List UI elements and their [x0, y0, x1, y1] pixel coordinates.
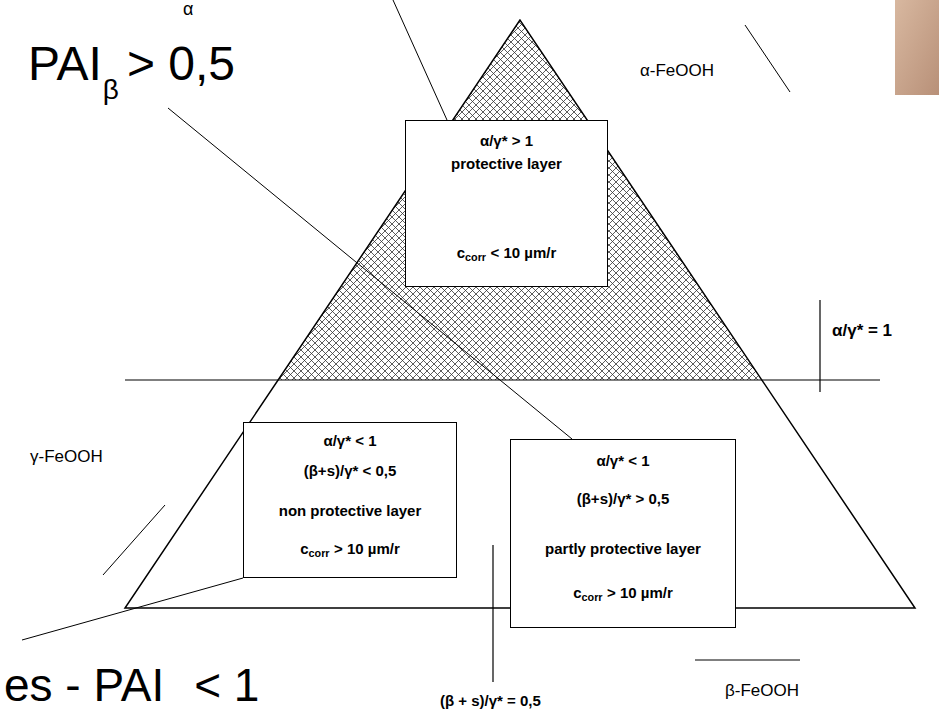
subscript: corr	[465, 251, 486, 263]
box-text: protective layer	[451, 155, 562, 172]
box-line: non protective layer	[244, 501, 456, 521]
hatched-region	[278, 20, 762, 380]
index-value: < 1	[194, 662, 259, 708]
leader-line	[393, 0, 447, 120]
ratio-label: α/γ* = 1	[832, 322, 892, 339]
box-line: ccorr > 10 µm/r	[511, 583, 735, 607]
index-label: es - PAI	[4, 662, 164, 708]
box-text: < 10 µm/r	[491, 244, 557, 261]
box-text: > 10 µm/r	[607, 584, 673, 601]
box-text: (β+s)/γ* > 0,5	[577, 490, 670, 507]
divider-line	[125, 379, 880, 380]
subscript: corr	[582, 591, 603, 603]
protective-box: α/γ* > 1 protective layer ccorr < 10 µm/r	[405, 120, 608, 287]
box-text: α/γ* < 1	[323, 432, 376, 449]
box-line: protective layer	[406, 154, 607, 174]
box-line: ccorr < 10 µm/r	[406, 243, 607, 267]
box-line: ccorr > 10 µm/r	[244, 539, 456, 563]
partly-protective-box: α/γ* < 1 (β+s)/γ* > 0,5 partly protective …	[510, 439, 736, 628]
box-line: α/γ* > 1	[406, 131, 607, 151]
edge-marker	[695, 660, 800, 661]
edge-marker	[745, 25, 790, 92]
box-text: c	[300, 540, 308, 557]
phase-label: β-FeOOH	[725, 682, 799, 699]
box-line: (β+s)/γ* > 0,5	[511, 489, 735, 509]
index-value: > 0,5	[127, 40, 235, 88]
photo-crop	[895, 0, 939, 95]
box-text: non protective layer	[279, 502, 422, 519]
box-line: (β+s)/γ* < 0,5	[244, 461, 456, 481]
edge-marker	[103, 505, 165, 575]
box-line: partly protective layer	[511, 539, 735, 559]
box-text: c	[573, 584, 581, 601]
subscript: β	[103, 76, 119, 104]
non-protective-box: α/γ* < 1 (β+s)/γ* < 0,5 non protective lay…	[243, 422, 457, 578]
subscript: corr	[309, 547, 330, 559]
ratio-label: (β + s)/γ* = 0,5	[440, 693, 541, 708]
box-text: α/γ* > 1	[480, 132, 533, 149]
greek-letter: α	[183, 0, 193, 18]
leader-line	[22, 578, 243, 640]
index-label: PAI	[28, 40, 102, 88]
box-line: α/γ* < 1	[511, 451, 735, 471]
box-text: α/γ* < 1	[596, 452, 649, 469]
marker-line	[492, 545, 493, 682]
marker-line	[819, 300, 820, 392]
box-text: c	[457, 244, 465, 261]
box-line: α/γ* < 1	[244, 431, 456, 451]
phase-label: γ-FeOOH	[30, 448, 103, 465]
box-text: partly protective layer	[545, 540, 701, 557]
phase-label: α-FeOOH	[640, 62, 714, 79]
box-text: (β+s)/γ* < 0,5	[304, 462, 397, 479]
box-text: > 10 µm/r	[334, 540, 400, 557]
